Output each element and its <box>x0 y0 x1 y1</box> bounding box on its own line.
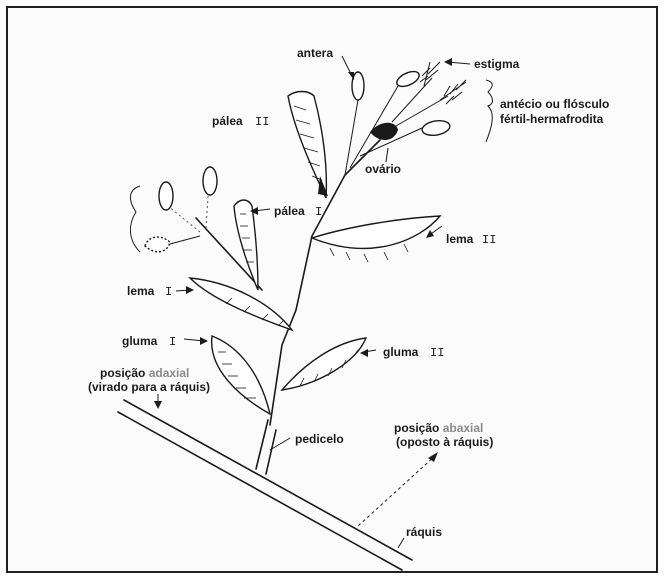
fertile-floret <box>345 62 466 175</box>
label-lema-1-numeral: I <box>165 285 172 299</box>
label-gluma-1-word: gluma <box>122 334 158 348</box>
label-palea-2-word: pálea <box>212 114 243 128</box>
rachis <box>118 400 412 570</box>
lema-2-organ <box>312 216 440 262</box>
label-gluma-1-numeral: I <box>169 335 176 349</box>
gluma-2-organ <box>282 338 366 390</box>
lema-1-organ <box>190 278 292 330</box>
label-gluma-2-numeral: II <box>430 346 444 360</box>
label-abaxial-line2: (oposto à ráquis) <box>396 435 493 449</box>
label-lema-2-word: lema <box>446 232 474 246</box>
label-abaxial-line1: posição abaxial <box>394 421 483 435</box>
label-raquis: ráquis <box>406 525 442 539</box>
label-estigma: estigma <box>474 57 520 71</box>
label-ovario: ovário <box>365 162 401 176</box>
label-lema-2-numeral: II <box>482 233 496 247</box>
label-antecio-line1: antécio ou flósculo <box>500 97 609 111</box>
label-palea-1-numeral: I <box>315 205 322 219</box>
label-palea-1-word: pálea <box>274 204 305 218</box>
gluma-1-organ <box>212 336 270 414</box>
label-pedicelo: pedicelo <box>295 432 344 446</box>
label-antecio-line2: fértil-hermafrodita <box>500 112 604 126</box>
label-gluma-2-word: gluma <box>383 345 419 359</box>
label-palea-2-numeral: II <box>255 115 269 129</box>
pedicel <box>256 420 276 474</box>
label-adaxial-line2: (virado para a ráquis) <box>88 380 210 394</box>
palea-2-organ <box>288 92 328 199</box>
label-lema-1-word: lema <box>127 284 155 298</box>
palea-1-organ <box>234 200 258 290</box>
label-antera: antera <box>297 46 333 60</box>
label-adaxial-line1: posição adaxial <box>100 366 189 380</box>
